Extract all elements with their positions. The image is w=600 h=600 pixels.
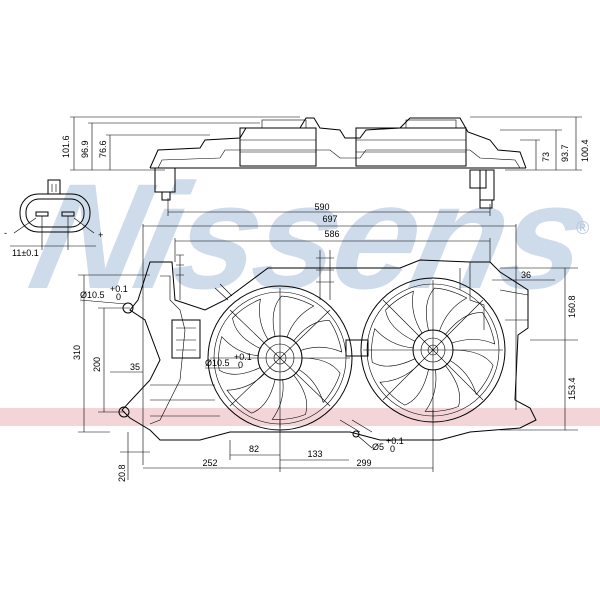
hole-mid-label: Ø10.5 xyxy=(205,358,230,368)
right-fan-blade xyxy=(379,364,429,406)
connector-plus-label: + xyxy=(98,230,103,240)
right-fan xyxy=(360,277,506,423)
side-height-93-7: 93.7 xyxy=(560,144,570,162)
connector-minus-label: - xyxy=(4,228,7,238)
right-fan-blade xyxy=(424,365,460,412)
front-bottom-252: 252 xyxy=(202,458,217,468)
right-fan-blade xyxy=(371,328,416,367)
left-fan-blade xyxy=(271,375,308,420)
hole-mid-tol: +0.1 xyxy=(234,352,252,362)
left-fan-blade xyxy=(226,373,276,414)
front-width-586: 586 xyxy=(324,229,339,239)
connector-pitch-label: 11±0.1 xyxy=(12,248,39,258)
left-fan-blade xyxy=(232,298,269,349)
hole-top-label: Ø10.5 xyxy=(80,290,105,300)
right-fan-blade xyxy=(445,312,496,345)
right-fan-blade xyxy=(426,287,468,332)
right-fan-blade xyxy=(385,290,423,342)
front-right-height-160-8: 160.8 xyxy=(567,295,577,318)
watermark-text: Nissens xyxy=(18,154,600,321)
front-left-height-200: 200 xyxy=(92,357,102,372)
left-fan-blade xyxy=(218,336,261,375)
hole-top-tol: +0.1 xyxy=(110,284,128,294)
left-fan-blade xyxy=(298,357,341,404)
front-bottom-133: 133 xyxy=(307,449,322,459)
left-fan xyxy=(207,285,353,431)
side-height-101-6: 101.6 xyxy=(61,135,71,158)
front-bottom-82: 82 xyxy=(249,444,259,454)
side-height-100-4: 100.4 xyxy=(580,139,590,162)
front-offset-35: 35 xyxy=(130,362,140,372)
front-bottom-299: 299 xyxy=(356,458,371,468)
left-fan-blade xyxy=(293,320,343,353)
front-view: 697 586 36 160.8 153.4 310 200 35 20.8 2… xyxy=(72,214,578,482)
front-width-697: 697 xyxy=(322,214,337,224)
hole-top-tol2: 0 xyxy=(116,292,121,302)
watermark-stripe xyxy=(0,408,600,426)
front-bottom-offset-20-8: 20.8 xyxy=(117,464,127,482)
side-width-590: 590 xyxy=(314,202,329,212)
left-fan-blade xyxy=(272,295,315,338)
front-right-offset-36: 36 xyxy=(521,270,531,280)
registered-mark: ® xyxy=(576,218,589,238)
front-right-height-153-4: 153.4 xyxy=(567,377,577,400)
side-height-96-9: 96.9 xyxy=(80,140,90,158)
right-fan-blade xyxy=(449,349,494,396)
hole-mid-tol2: 0 xyxy=(238,360,243,370)
side-height-76-6: 76.6 xyxy=(98,140,108,158)
watermark: Nissens ® xyxy=(0,154,600,426)
front-left-height-310: 310 xyxy=(72,345,82,360)
side-view: 101.6 96.9 76.6 73 93.7 100.4 xyxy=(61,116,590,216)
hole-bottom-tol2: 0 xyxy=(390,444,395,454)
connector-view: - + 11±0.1 xyxy=(4,179,103,258)
hole-bottom-tol: +0.1 xyxy=(386,436,404,446)
hole-bottom-label: Ø5 xyxy=(372,442,384,452)
side-height-73: 73 xyxy=(541,152,551,162)
